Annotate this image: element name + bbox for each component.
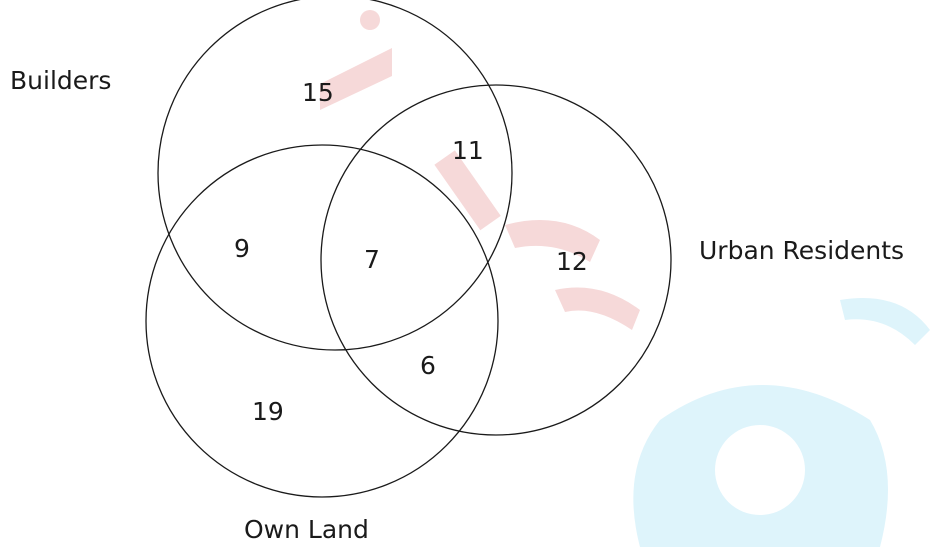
builders-land-value: 9 <box>234 234 250 263</box>
own-land-circle <box>145 144 499 498</box>
builders-urban-value: 11 <box>452 136 484 165</box>
builders-only-value: 15 <box>302 78 334 107</box>
urban-residents-label: Urban Residents <box>699 236 904 265</box>
builders-circle <box>157 0 513 351</box>
urban-residents-circle <box>320 84 672 436</box>
own-land-label: Own Land <box>244 515 369 544</box>
watermark <box>320 10 930 547</box>
urban-land-value: 6 <box>420 351 436 380</box>
all-three-value: 7 <box>364 245 380 274</box>
land-only-value: 19 <box>252 397 284 426</box>
builders-label: Builders <box>10 66 111 95</box>
urban-only-value: 12 <box>556 247 588 276</box>
